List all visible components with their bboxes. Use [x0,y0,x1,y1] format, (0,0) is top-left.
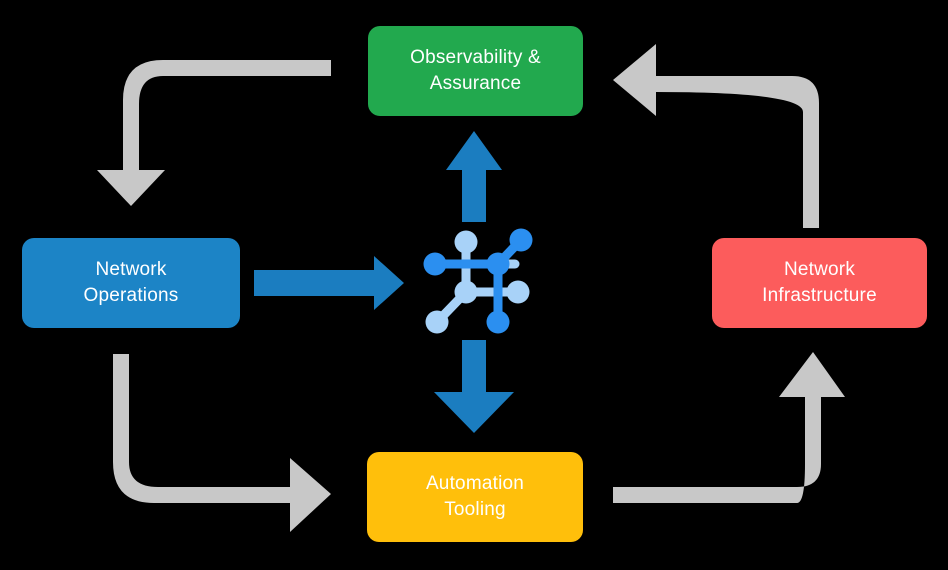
arrow-observability-to-operations [97,60,331,206]
mesh-nodes [423,228,533,334]
node-box-operations[interactable]: Network Operations [22,238,240,328]
arrow-center-to-observability [446,131,502,222]
arrow-operations-to-automation [113,354,331,532]
node-label-infrastructure: Network Infrastructure [762,259,877,306]
node-box-observability[interactable]: Observability & Assurance [368,26,583,116]
arrow-operations-to-center [254,256,404,310]
arrow-infrastructure-to-observability [613,44,819,228]
node-label-observability: Observability & Assurance [410,47,541,94]
arrow-automation-to-infrastructure [613,352,845,503]
node-label-operations: Network Operations [83,259,179,306]
node-box-infrastructure[interactable]: Network Infrastructure [712,238,927,328]
arrow-center-to-automation [434,340,514,433]
node-box-automation[interactable]: Automation Tooling [367,452,583,542]
node-label-automation: Automation Tooling [425,473,525,520]
network-mesh-icon [423,228,533,334]
